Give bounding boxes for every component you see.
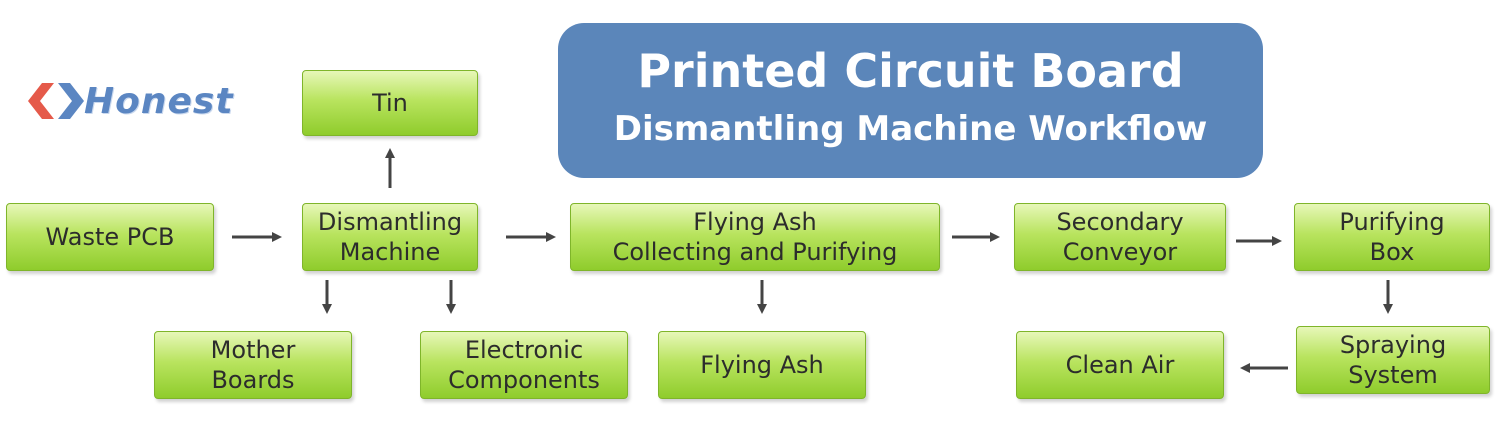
node-dismantling-machine: Dismantling Machine xyxy=(302,203,478,271)
node-clean-air: Clean Air xyxy=(1016,331,1224,399)
node-flying-ash: Flying Ash xyxy=(658,331,866,399)
node-tin: Tin xyxy=(302,70,478,136)
node-electronic-components: Electronic Components xyxy=(420,331,628,399)
workflow-title-box: Printed Circuit Board Dismantling Machin… xyxy=(558,23,1263,178)
node-secondary-conveyor: Secondary Conveyor xyxy=(1014,203,1226,271)
node-purifying-box: Purifying Box xyxy=(1294,203,1490,271)
honest-logo: Honest xyxy=(24,76,264,126)
title-line-1: Printed Circuit Board xyxy=(637,43,1184,98)
honest-logo-icon xyxy=(28,83,84,119)
node-spraying-system: Spraying System xyxy=(1296,326,1490,394)
title-line-2: Dismantling Machine Workflow xyxy=(613,108,1208,149)
node-waste-pcb: Waste PCB xyxy=(6,203,214,271)
node-flying-ash-collecting: Flying Ash Collecting and Purifying xyxy=(570,203,940,271)
logo-text: Honest xyxy=(84,80,234,122)
node-mother-boards: Mother Boards xyxy=(154,331,352,399)
